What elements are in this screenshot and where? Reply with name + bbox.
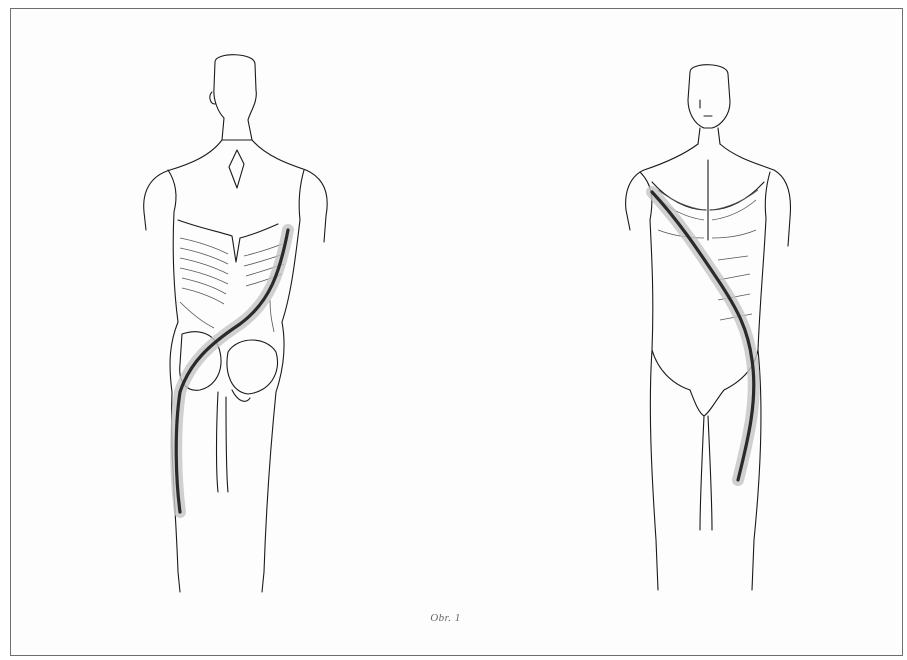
figure-caption-text: Obr. 1 [430, 612, 461, 624]
back-view-drawing [120, 52, 350, 602]
figure-front-view [608, 60, 808, 600]
figure-back-view [120, 52, 350, 602]
front-view-drawing [608, 60, 808, 600]
figure-caption: Obr. 1 [0, 612, 907, 624]
